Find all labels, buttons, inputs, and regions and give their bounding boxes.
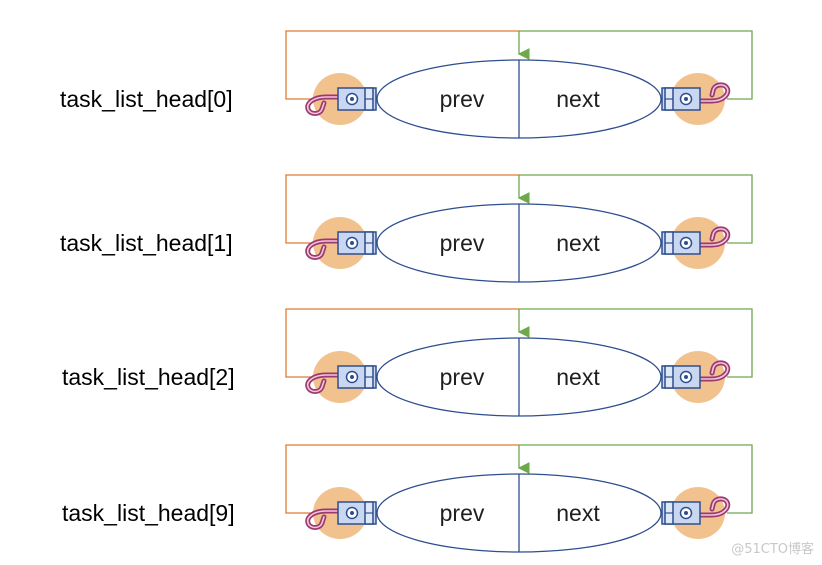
list-head-label: task_list_head[2] — [62, 364, 235, 390]
next-link-line — [519, 308, 753, 378]
watermark: @51CTO博客 — [731, 541, 814, 557]
prev-field: prev — [440, 364, 485, 390]
connector-icon — [337, 231, 377, 255]
connector-icon — [661, 501, 701, 525]
prev-link-line — [285, 30, 519, 100]
next-field: next — [556, 500, 600, 526]
prev-field: prev — [440, 500, 485, 526]
next-field: next — [556, 230, 600, 256]
prev-link-line — [285, 308, 519, 378]
prev-field: prev — [440, 86, 485, 112]
left-hook-icon — [305, 217, 377, 269]
right-hook-icon — [661, 217, 731, 269]
prev-field: prev — [440, 230, 485, 256]
next-link-line — [519, 30, 753, 100]
list-head-row: task_list_head[9] prev next — [62, 444, 753, 553]
list-head-label: task_list_head[9] — [62, 500, 235, 526]
connector-icon — [337, 365, 377, 389]
list-head-label: task_list_head[0] — [60, 86, 233, 112]
connector-icon — [661, 87, 701, 111]
list-head-row: task_list_head[2] prev next — [62, 308, 753, 417]
right-hook-icon — [661, 351, 731, 403]
connector-icon — [661, 365, 701, 389]
connector-icon — [337, 87, 377, 111]
left-hook-icon — [305, 73, 377, 125]
next-link-line — [519, 444, 753, 514]
list-head-row: task_list_head[1] prev next — [60, 174, 753, 283]
prev-link-line — [285, 174, 519, 244]
next-field: next — [556, 86, 600, 112]
list-head-row: task_list_head[0] prev next — [60, 30, 753, 139]
left-hook-icon — [305, 487, 377, 539]
next-field: next — [556, 364, 600, 390]
list-head-label: task_list_head[1] — [60, 230, 233, 256]
connector-icon — [661, 231, 701, 255]
right-hook-icon — [661, 487, 731, 539]
prev-link-line — [285, 444, 519, 514]
next-link-line — [519, 174, 753, 244]
left-hook-icon — [305, 351, 377, 403]
right-hook-icon — [661, 73, 731, 125]
connector-icon — [337, 501, 377, 525]
